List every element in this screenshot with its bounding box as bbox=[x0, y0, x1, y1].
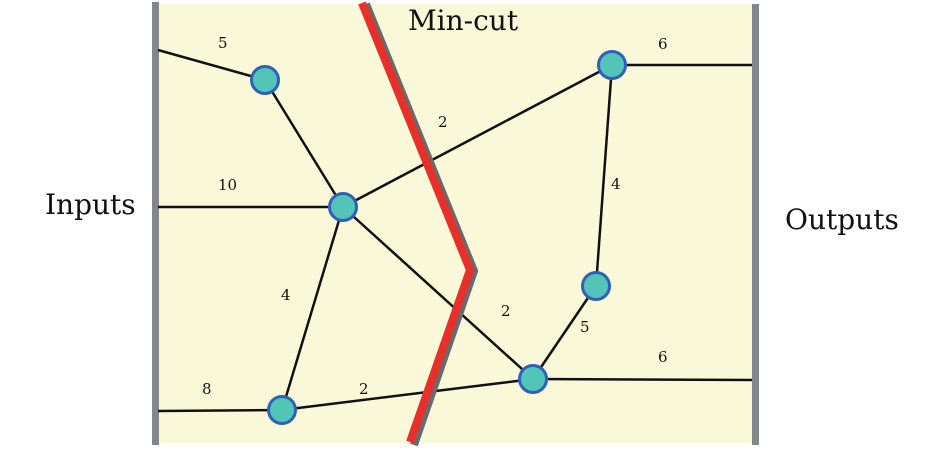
edge-weight-d-e: 5 bbox=[580, 318, 590, 336]
edge-input-a bbox=[157, 48, 266, 82]
node-e bbox=[518, 364, 548, 394]
output-bar bbox=[752, 4, 759, 445]
edge-b-c bbox=[342, 63, 613, 209]
edge-c-d bbox=[594, 64, 614, 287]
node-f bbox=[267, 395, 297, 425]
edge-f-e bbox=[281, 377, 534, 412]
edge-weight-b-f: 4 bbox=[281, 286, 291, 304]
edge-b-f bbox=[280, 206, 345, 411]
edge-weight-e-output: 6 bbox=[658, 348, 668, 366]
min-cut-label: Min-cut bbox=[408, 4, 519, 37]
node-b bbox=[328, 192, 358, 222]
input-bar bbox=[152, 2, 159, 445]
node-c bbox=[597, 50, 627, 80]
edge-d-e bbox=[531, 285, 598, 380]
edge-weight-c-output: 6 bbox=[658, 35, 668, 53]
min-cut-line bbox=[358, 1, 475, 444]
edge-weight-b-c: 2 bbox=[438, 113, 448, 131]
node-a bbox=[250, 65, 280, 95]
edge-weight-b-e: 2 bbox=[501, 302, 511, 320]
edge-b-e bbox=[342, 206, 534, 380]
edge-weight-c-d: 4 bbox=[611, 175, 621, 193]
edge-weight-input-b: 10 bbox=[218, 176, 238, 194]
outputs-label: Outputs bbox=[785, 203, 899, 236]
edge-weight-input-f: 8 bbox=[202, 380, 212, 398]
edge-weight-f-e: 2 bbox=[359, 380, 369, 398]
node-d bbox=[581, 271, 611, 301]
edge-a-b bbox=[263, 79, 345, 208]
edge-input-f bbox=[157, 408, 283, 413]
edge-weight-input-a: 5 bbox=[218, 34, 228, 52]
inputs-label: Inputs bbox=[45, 188, 136, 221]
edge-e-output bbox=[532, 377, 753, 382]
